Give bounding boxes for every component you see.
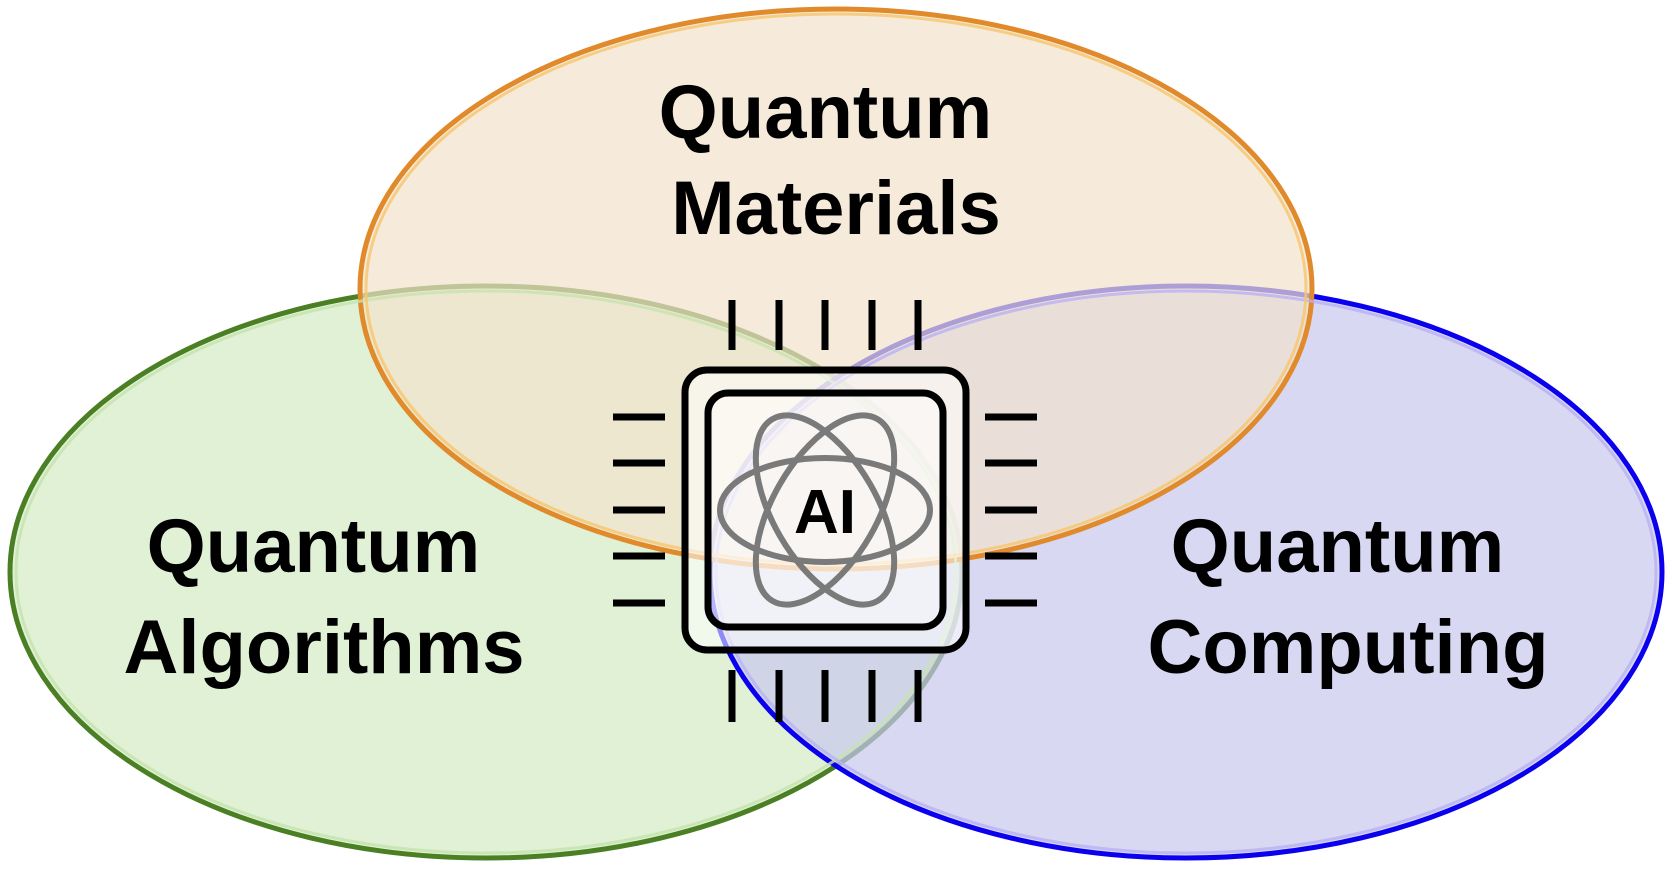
algorithms-label-line1: Quantum: [147, 504, 481, 589]
chip-top-pins: [728, 300, 922, 350]
chip-left-pins: [613, 413, 665, 607]
ai-label: AI: [794, 478, 856, 547]
algorithms-label: Quantum Algorithms: [123, 504, 524, 690]
materials-label-line2: Materials: [671, 166, 1001, 251]
chip-bottom-pins: [728, 670, 922, 722]
chip-inner-body: [704, 389, 947, 631]
chip-right-pins: [985, 413, 1037, 607]
atom-orbits: [717, 412, 933, 608]
ai-chip-atom-icon: AI: [613, 300, 1037, 722]
materials-label-line1: Quantum: [659, 70, 993, 155]
materials-label: Quantum Materials: [659, 70, 1014, 251]
algorithms-label-line2: Algorithms: [123, 605, 524, 690]
computing-label-line2: Computing: [1147, 605, 1548, 690]
computing-label-line1: Quantum: [1171, 504, 1505, 589]
computing-label: Quantum Computing: [1147, 504, 1548, 690]
